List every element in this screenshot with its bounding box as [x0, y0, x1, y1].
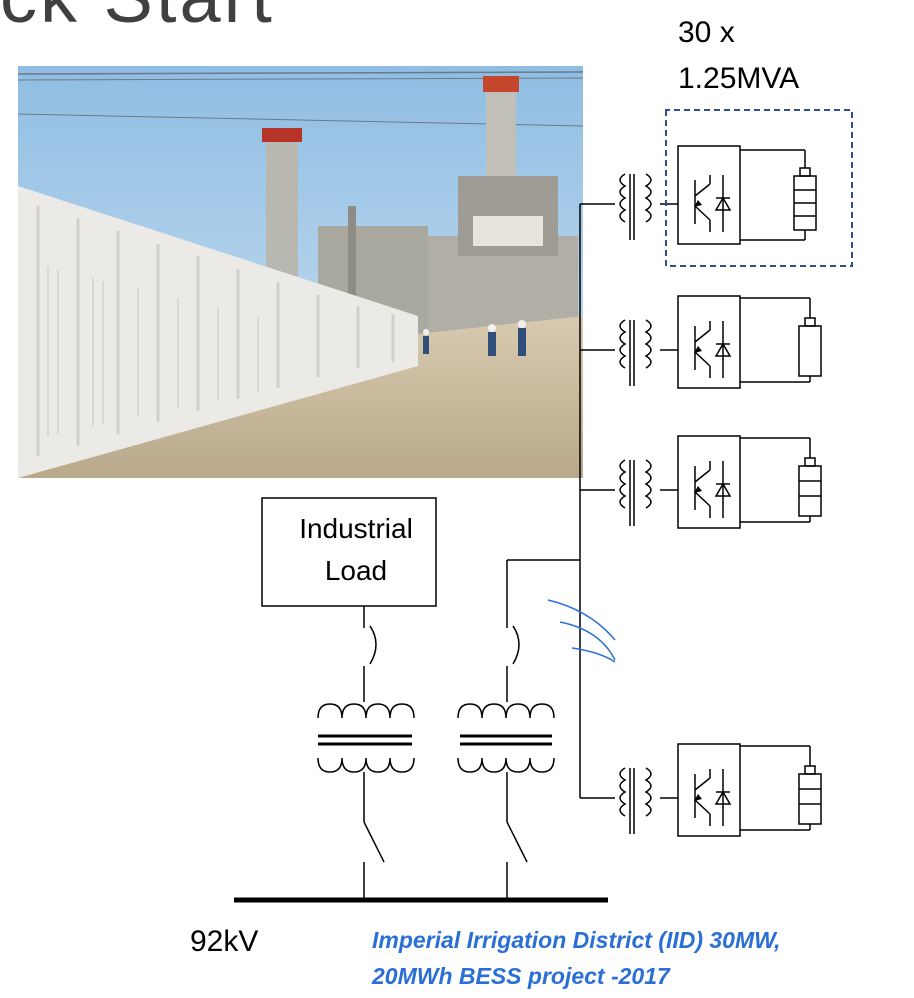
- bess-unit-3: [619, 435, 822, 529]
- industrial-load-box: [261, 497, 437, 607]
- bess-unit-2: [619, 295, 822, 389]
- industrial-load-label: Industrial Load: [266, 508, 446, 592]
- load-label-line2: Load: [324, 555, 388, 586]
- slide-title: ck Start: [0, 0, 275, 39]
- bess-transformer-branch: [457, 560, 555, 898]
- caption-line2: 20MWh BESS project -2017: [372, 963, 670, 989]
- bess-unit-1: [619, 109, 853, 267]
- unit-count-text: 30 x: [678, 16, 735, 49]
- load-transformer-branch: [317, 606, 415, 898]
- continuation-break-arcs: [547, 599, 616, 663]
- unit-highlight-dashed-box: [665, 109, 853, 267]
- bess-site-photo: [18, 66, 583, 478]
- photo-illustration: [18, 66, 583, 478]
- load-label-line1: Industrial: [299, 513, 413, 544]
- caption-line1: Imperial Irrigation District (IID) 30MW,: [372, 927, 781, 953]
- bess-unit-4: [619, 743, 822, 837]
- bus-voltage-label: 92kV: [190, 925, 259, 958]
- unit-rating-label: 30 x 1.25MVA: [678, 10, 799, 102]
- unit-rating-text: 1.25MVA: [678, 62, 800, 95]
- project-caption: Imperial Irrigation District (IID) 30MW,…: [372, 922, 902, 994]
